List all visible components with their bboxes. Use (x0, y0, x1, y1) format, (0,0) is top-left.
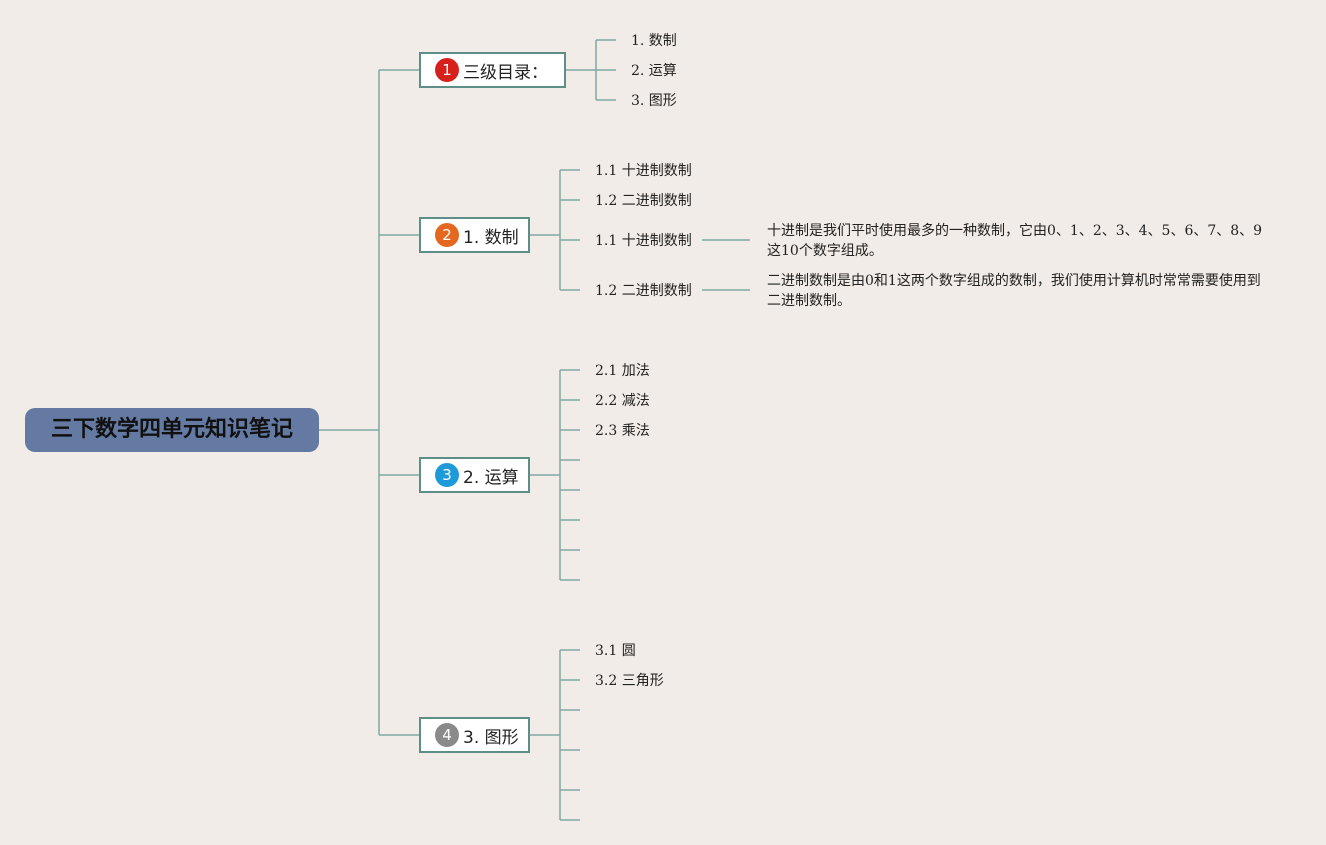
subtopic[interactable]: 2.3 乘法 (595, 423, 650, 439)
detail-note[interactable]: 十进制是我们平时使用最多的一种数制，它由0、1、2、3、4、5、6、7、8、9这… (767, 223, 1263, 259)
number-badge-icon: 4 (435, 723, 459, 747)
subtopic[interactable]: 2.1 加法 (595, 363, 650, 379)
subtopic[interactable]: 1. 数制 (631, 33, 677, 49)
number-badge-icon: 1 (435, 58, 459, 82)
branch-topic-operations[interactable]: 3 2. 运算 (419, 457, 530, 493)
subtopic[interactable]: 3. 图形 (631, 93, 677, 109)
branch-topic-shapes[interactable]: 4 3. 图形 (419, 717, 530, 753)
branch-label: 三级目录： (463, 62, 548, 83)
branch-label: 3. 图形 (463, 727, 519, 748)
subtopic[interactable]: 3.1 圆 (595, 643, 636, 659)
subtopic[interactable]: 2. 运算 (631, 63, 677, 79)
subtopic[interactable]: 1.1 十进制数制 (595, 163, 692, 179)
branch-label: 2. 运算 (463, 467, 519, 488)
subtopic[interactable]: 1.2 二进制数制 (595, 193, 692, 209)
number-badge-icon: 2 (435, 223, 459, 247)
subtopic[interactable]: 2.2 减法 (595, 393, 650, 409)
root-topic[interactable]: 三下数学四单元知识笔记 (25, 408, 319, 452)
branch-topic-toc[interactable]: 1 三级目录： (419, 52, 566, 88)
subtopic[interactable]: 1.1 十进制数制 (595, 233, 692, 249)
branch-label: 1. 数制 (463, 227, 519, 248)
subtopic[interactable]: 1.2 二进制数制 (595, 283, 692, 299)
subtopic[interactable]: 3.2 三角形 (595, 673, 664, 689)
number-badge-icon: 3 (435, 463, 459, 487)
branch-topic-number-systems[interactable]: 2 1. 数制 (419, 217, 530, 253)
detail-note[interactable]: 二进制数制是由0和1这两个数字组成的数制，我们使用计算机时常常需要使用到二进制数… (767, 273, 1261, 309)
